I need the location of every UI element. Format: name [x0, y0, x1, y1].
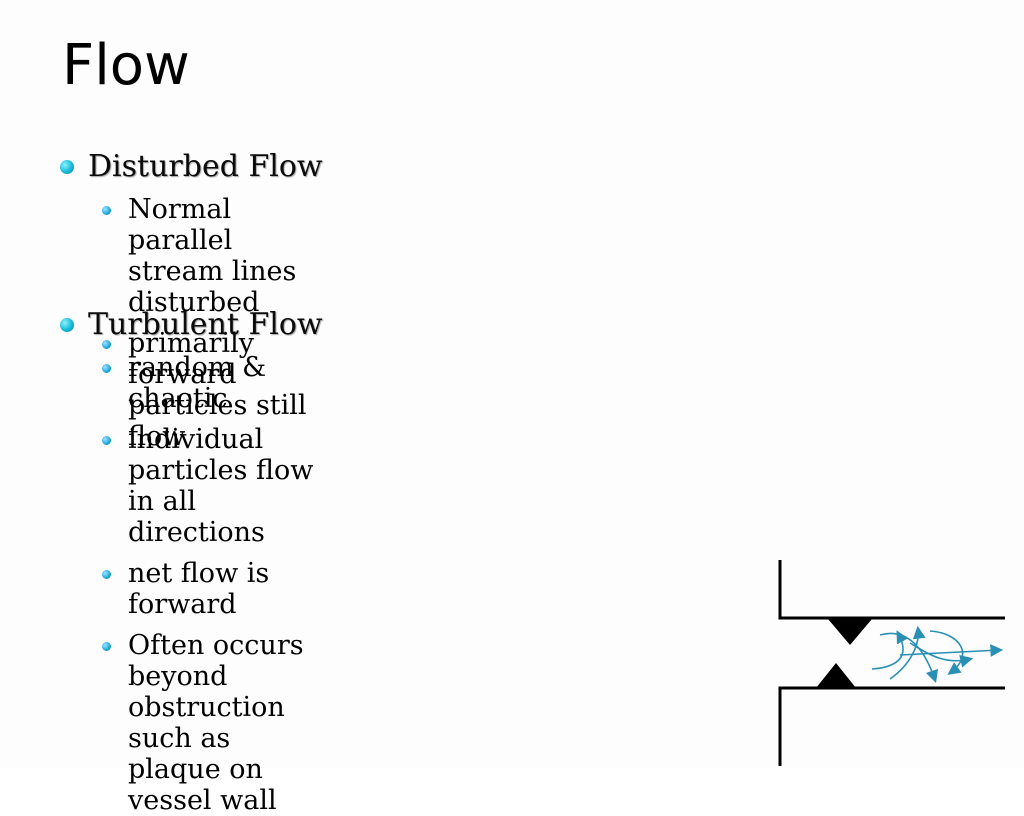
- vessel-walls: [778, 560, 1005, 766]
- arrow-icon: [879, 632, 939, 684]
- lower-vessel-wall: [778, 686, 1005, 766]
- slide-title: Flow: [62, 33, 190, 98]
- bullet-icon: [60, 318, 74, 332]
- arrow-icon: [899, 644, 1004, 657]
- list-item-text: random & chaotic: [128, 352, 267, 414]
- arrow-icon: [871, 630, 909, 670]
- arrow-icon: [929, 630, 964, 675]
- upper-plaque: [828, 619, 872, 645]
- bullet-icon: [60, 160, 74, 174]
- list-item-text: individual particles flow in all directi…: [128, 424, 314, 548]
- bullet-list: Normal parallel stream lines disturbed p…: [60, 194, 323, 452]
- lower-plaque: [816, 663, 856, 688]
- sub-bullet-icon: [102, 206, 111, 215]
- list-item: Normal parallel stream lines disturbed: [60, 194, 323, 318]
- list-item-text: Often occurs beyond obstruction such as …: [128, 630, 304, 816]
- sub-bullet-icon: [102, 570, 111, 579]
- list-item: random & chaotic: [60, 352, 323, 414]
- list-item-text: net flow is forward: [128, 558, 270, 620]
- list-item-text: Normal parallel stream lines disturbed: [128, 194, 297, 318]
- section-heading: Disturbed Flow: [60, 150, 323, 184]
- upper-vessel-wall: [778, 560, 1005, 620]
- list-item: net flow is forward: [60, 558, 323, 620]
- turbulence-arrows: [871, 625, 1004, 684]
- slide: Flow Disturbed Flow Normal parallel stre…: [60, 33, 1005, 816]
- sub-bullet-icon: [102, 642, 111, 651]
- sub-bullet-icon: [102, 340, 111, 349]
- section-heading-text: Turbulent Flow: [88, 307, 323, 342]
- arrow-icon: [909, 642, 974, 668]
- section-disturbed-flow: Disturbed Flow Normal parallel stream li…: [60, 150, 323, 452]
- turbulent-flow-diagram: [778, 560, 1005, 766]
- list-item: primarily forward particles still flow: [60, 328, 323, 452]
- bullet-list: random & chaotic individual particles fl…: [60, 352, 323, 816]
- sub-bullet-icon: [102, 436, 111, 445]
- list-item: individual particles flow in all directi…: [60, 424, 323, 548]
- list-item-text: primarily forward particles still flow: [128, 328, 307, 452]
- section-turbulent-flow: Turbulent Flow random & chaotic individu…: [60, 308, 323, 816]
- section-heading: Turbulent Flow: [60, 308, 323, 342]
- sub-bullet-icon: [102, 364, 111, 373]
- section-heading-text: Disturbed Flow: [88, 149, 323, 184]
- list-item: Often occurs beyond obstruction such as …: [60, 630, 323, 816]
